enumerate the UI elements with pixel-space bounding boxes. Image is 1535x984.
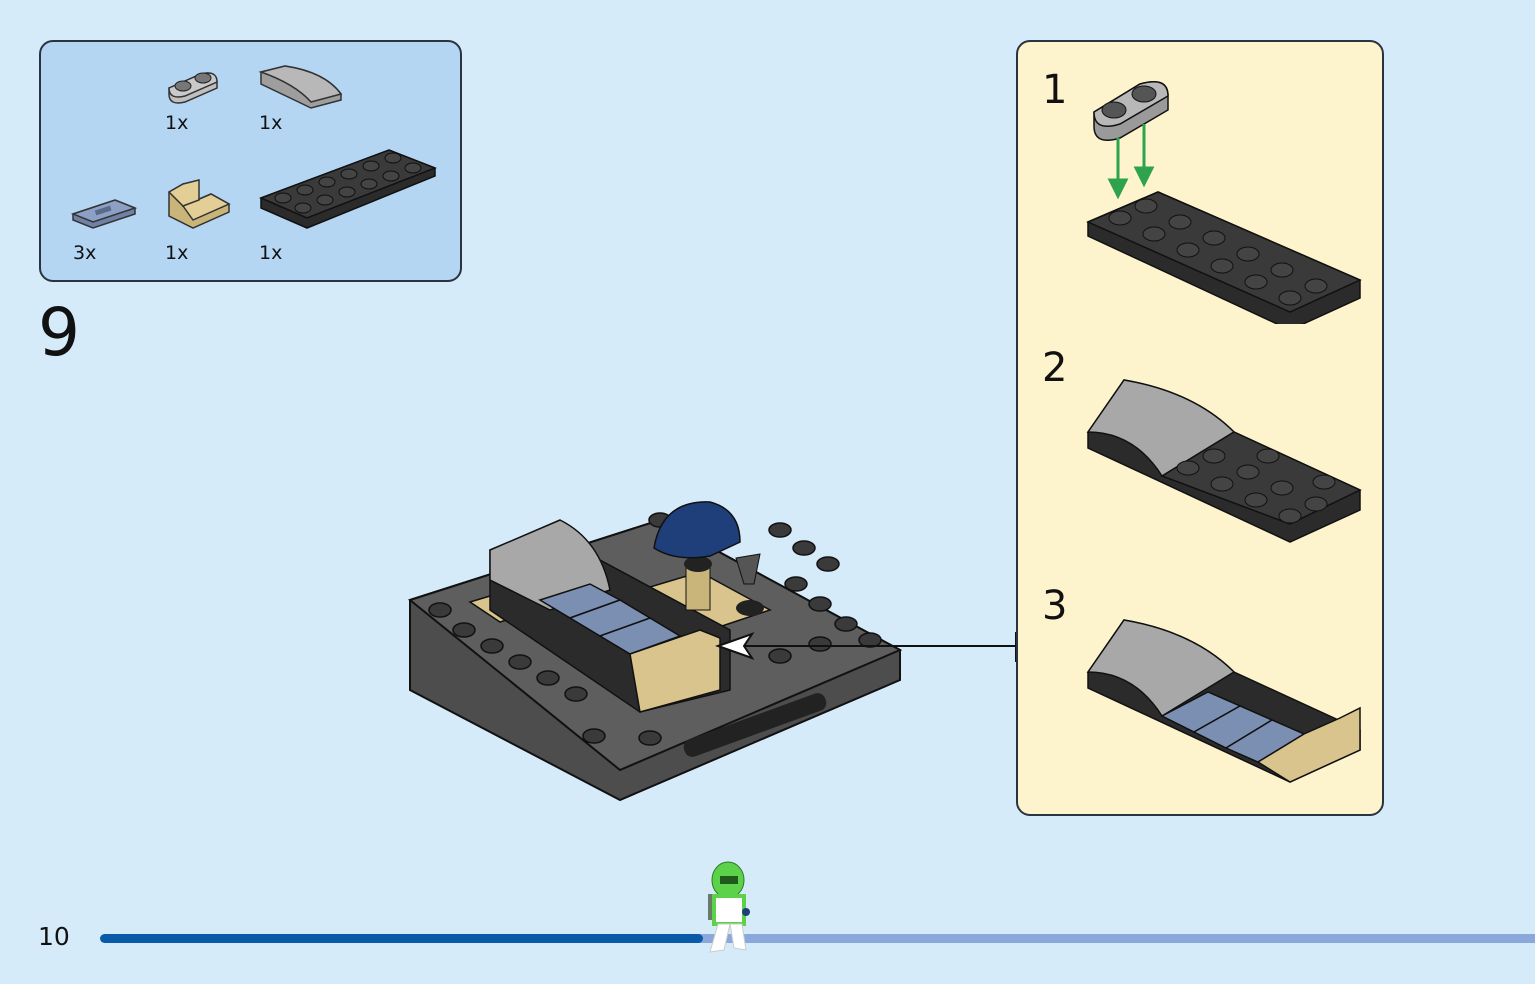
- part-qty: 3x: [73, 242, 97, 264]
- subassembly-callout: 1 2: [1016, 40, 1384, 816]
- part-qty: 1x: [259, 242, 283, 264]
- bracket-seat-part: [163, 176, 233, 232]
- substep-3-illustration: [1084, 612, 1374, 806]
- main-model-illustration: [400, 480, 920, 824]
- part-qty: 1x: [165, 112, 189, 134]
- part-qty: 1x: [259, 112, 283, 134]
- placement-arrow: [700, 628, 1020, 672]
- progress-fill: [100, 934, 703, 943]
- plate-1x2-rounded-part: [163, 66, 223, 110]
- step-number: 9: [38, 294, 80, 371]
- slope-curved-part: [255, 64, 345, 112]
- substep-1-illustration: [1084, 62, 1374, 331]
- progress-bar: [100, 934, 1535, 943]
- substep-number: 1: [1042, 67, 1068, 113]
- minifigure-progress-icon: [700, 860, 756, 964]
- substep-number: 3: [1042, 583, 1068, 629]
- substep-number: 2: [1042, 345, 1068, 391]
- tile-grille-part: [69, 194, 139, 234]
- parts-list-callout: 1x 1x 3x 1x: [39, 40, 462, 282]
- plate-2x6-part: [257, 146, 437, 242]
- part-qty: 1x: [165, 242, 189, 264]
- substep-2-illustration: [1084, 372, 1374, 566]
- page-number: 10: [38, 922, 70, 951]
